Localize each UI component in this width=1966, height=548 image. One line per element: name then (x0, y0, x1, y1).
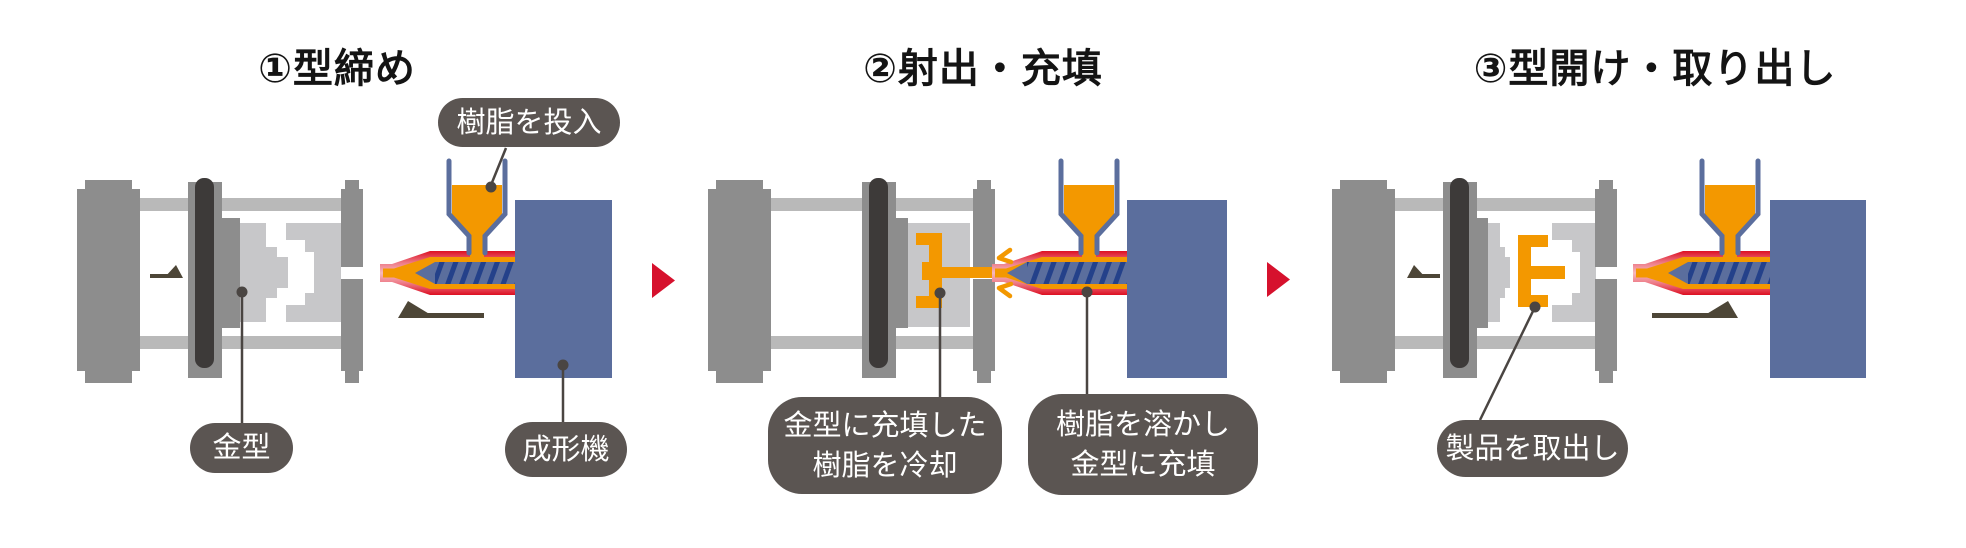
screw (1007, 262, 1142, 284)
next-step-arrow-icon (1267, 262, 1290, 297)
hopper (1061, 161, 1117, 259)
fixed-platen (1595, 180, 1617, 383)
screw (415, 262, 530, 284)
molding-machine-body (1770, 200, 1866, 378)
next-step-arrow-icon (652, 263, 675, 298)
label-resin-feed: 樹脂を投入 (438, 98, 620, 147)
clamp-unit-block (708, 180, 771, 383)
clamp-unit-block (77, 180, 140, 383)
leader-dot-mold (236, 286, 248, 298)
mold-backing-plate (220, 218, 240, 328)
label-molding-machine: 成形機 (505, 422, 627, 477)
stage-1-machine (77, 147, 612, 423)
step-2-title: ②射出・充填 (863, 46, 1103, 92)
mold-fixed-half (286, 223, 341, 322)
tie-bar-top (112, 198, 352, 211)
tie-bar-top (1360, 198, 1600, 211)
injection-spark-icon (996, 281, 1014, 299)
injection-unit (1633, 161, 1785, 295)
screw (1668, 262, 1783, 284)
leader-dot-machine (557, 359, 569, 371)
moving-platen (862, 178, 896, 378)
mold-moving-half (1488, 223, 1510, 322)
moving-platen (188, 178, 222, 378)
leader-dot-cooling (934, 287, 946, 299)
label-melt-fill-line2: 金型に充填 (1070, 446, 1216, 481)
tie-bar-bottom (735, 336, 980, 349)
injection-unit-advance-arrow-icon (398, 301, 484, 318)
molding-machine-body (515, 200, 612, 378)
label-cool-resin-line2: 樹脂を冷却 (812, 447, 958, 482)
injection-unit (992, 161, 1144, 295)
clamping-direction-arrow-icon (150, 265, 183, 278)
fixed-platen (341, 180, 363, 383)
mold-moving-half (240, 223, 288, 322)
fixed-platen (973, 180, 995, 383)
leader-line-resin-feed (489, 147, 508, 186)
hopper (449, 161, 505, 259)
label-takeout-product: 製品を取出し (1437, 420, 1628, 477)
tie-bar-top (735, 198, 980, 211)
mold-opening-arrow-icon (1407, 265, 1440, 278)
ejected-product (1518, 235, 1565, 307)
injection-spark-icon (996, 247, 1014, 265)
injection-unit-retract-arrow-icon (1652, 301, 1738, 318)
label-melt-fill-line1: 樹脂を溶かし (1055, 407, 1230, 442)
molded-part-and-sprue (916, 233, 994, 308)
mold-backing-plate (893, 218, 908, 328)
tie-bar-bottom (1360, 336, 1600, 349)
leader-line-takeout (1478, 306, 1537, 421)
leader-dot-melting (1081, 286, 1093, 298)
label-melt-fill: 樹脂を溶かし 金型に充填 (1028, 394, 1258, 495)
step-1-title: ①型締め (258, 46, 416, 92)
step-3-title: ③型開け・取り出し (1473, 46, 1837, 92)
stage-2-machine (708, 161, 1227, 397)
leader-dot-takeout (1529, 301, 1541, 313)
mold-fixed-half (1552, 223, 1596, 322)
clamp-unit-block (1332, 180, 1395, 383)
leader-dot-resin-feed (485, 181, 497, 193)
moving-platen (1443, 178, 1477, 378)
label-cool-resin: 金型に充填した 樹脂を冷却 (768, 397, 1002, 494)
hopper (1702, 161, 1758, 259)
injection-unit (380, 161, 532, 295)
mold-backing-plate (1472, 218, 1488, 328)
label-cool-resin-line1: 金型に充填した (783, 408, 987, 443)
stage-3-machine (1332, 161, 1866, 421)
label-mold: 金型 (190, 423, 293, 473)
tie-bar-bottom (112, 336, 352, 349)
molding-machine-body (1127, 200, 1227, 378)
